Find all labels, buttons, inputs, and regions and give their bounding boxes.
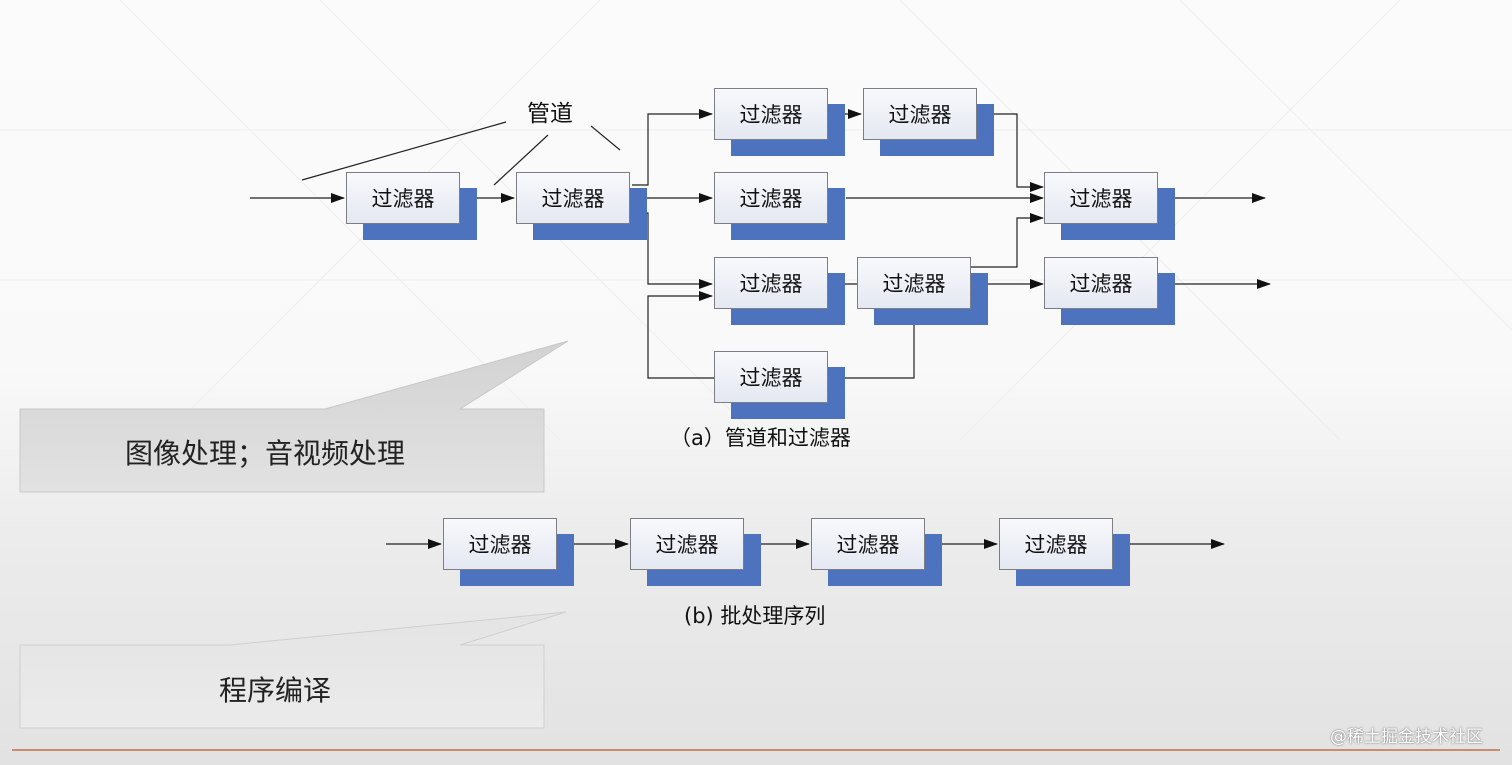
filter-label: 过滤器 [714,351,828,403]
filter-label: 过滤器 [1044,257,1158,309]
filter-label: 过滤器 [443,518,557,570]
filter-a10: 过滤器 [714,351,845,419]
filter-a1: 过滤器 [346,172,477,240]
filter-a7: 过滤器 [714,257,845,325]
footer-divider [12,749,1500,751]
filter-label: 过滤器 [863,88,977,140]
caption-b: (b) 批处理序列 [684,604,826,628]
filter-label: 过滤器 [346,172,460,224]
filter-b1: 过滤器 [443,518,574,586]
filter-label: 过滤器 [714,88,828,140]
callout-image-processing-shape [19,340,569,493]
filter-label: 过滤器 [714,257,828,309]
callout-compilation-text: 程序编译 [219,674,332,707]
filter-a6: 过滤器 [1044,172,1175,240]
filter-a9: 过滤器 [1044,257,1175,325]
filter-a2: 过滤器 [516,172,647,240]
filter-label: 过滤器 [714,172,828,224]
filter-b2: 过滤器 [630,518,761,586]
filter-label: 过滤器 [999,518,1113,570]
callout-compilation-shape [19,611,567,729]
filter-a3: 过滤器 [714,88,845,156]
callout-image-processing-text: 图像处理；音视频处理 [125,437,406,470]
pipe-label: 管道 [527,101,573,127]
filter-label: 过滤器 [857,257,971,309]
filter-a4: 过滤器 [863,88,994,156]
filter-label: 过滤器 [811,518,925,570]
filter-b3: 过滤器 [811,518,942,586]
caption-a: （a）管道和过滤器 [670,426,851,450]
filter-label: 过滤器 [516,172,630,224]
filter-a8: 过滤器 [857,257,988,325]
watermark: @稀土掘金技术社区 [1330,727,1483,747]
filter-label: 过滤器 [1044,172,1158,224]
filter-label: 过滤器 [630,518,744,570]
filter-b4: 过滤器 [999,518,1130,586]
filter-a5: 过滤器 [714,172,845,240]
